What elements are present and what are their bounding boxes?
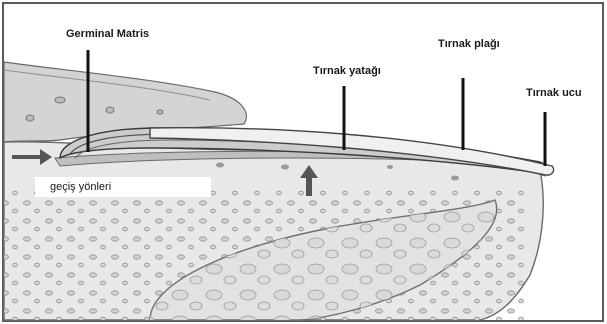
cell bbox=[281, 165, 289, 170]
cell bbox=[55, 97, 65, 103]
label-gecis-yonleri: geçiş yönleri bbox=[50, 181, 111, 193]
label-tirnak-ucu: Tırnak ucu bbox=[526, 87, 582, 99]
cell bbox=[106, 107, 114, 113]
cell bbox=[451, 176, 459, 181]
cell bbox=[387, 165, 393, 169]
cell bbox=[216, 163, 224, 168]
cell bbox=[26, 115, 34, 121]
label-tirnak-yatagi: Tırnak yatağı bbox=[313, 65, 381, 77]
label-tirnak-plagi: Tırnak plağı bbox=[438, 38, 500, 50]
label-germinal-matris: Germinal Matris bbox=[66, 28, 149, 40]
cell bbox=[157, 110, 163, 114]
